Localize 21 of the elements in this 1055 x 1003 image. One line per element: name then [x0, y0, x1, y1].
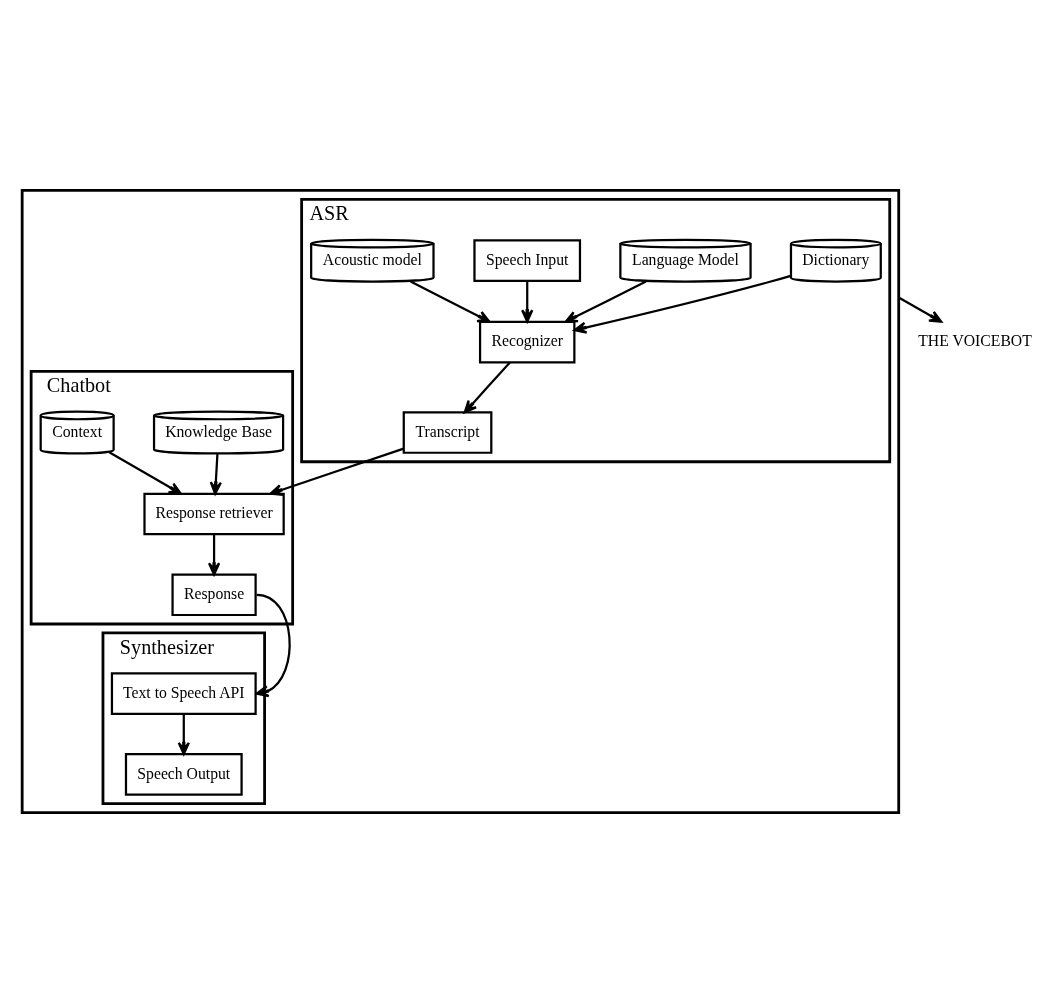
- arrow: [177, 714, 190, 756]
- arrow: [521, 280, 534, 323]
- arrow: [573, 274, 792, 334]
- arrow: [564, 280, 647, 323]
- node-box: Text to Speech API: [110, 672, 257, 715]
- arrow: [269, 447, 404, 496]
- arrow: [463, 361, 511, 414]
- node-box: Recognizer: [478, 320, 576, 364]
- arrow: [207, 534, 221, 576]
- arrow: [898, 296, 943, 323]
- node-box: Transcript: [402, 411, 493, 454]
- node-text: THE VOICEBOT: [918, 332, 1032, 350]
- arrow: [255, 593, 291, 698]
- arrow: [209, 453, 222, 495]
- node-box: Speech Output: [124, 753, 243, 796]
- node-box: Response: [171, 573, 257, 617]
- arrow: [410, 280, 491, 323]
- node-box: Response retriever: [143, 492, 285, 536]
- arrow: [108, 451, 182, 495]
- node-box: Speech Input: [473, 239, 582, 282]
- cluster: [20, 189, 901, 814]
